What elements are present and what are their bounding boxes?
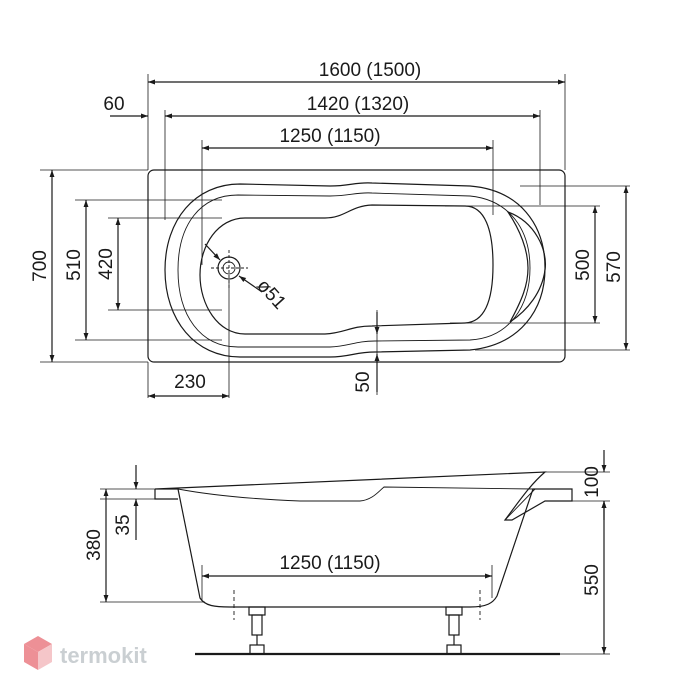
tub-bowl-bottom [199, 204, 494, 335]
dim-height-500: 500 [573, 249, 594, 281]
leg-left [233, 590, 266, 655]
dim-rim-35: 35 [113, 514, 134, 535]
tub-inner-bowl [164, 182, 546, 358]
watermark-text: termokit [60, 643, 147, 668]
tub-profile-side [154, 471, 573, 608]
dim-rim-offset: 60 [103, 94, 124, 115]
dim-height-510: 510 [64, 249, 85, 281]
dim-height-total: 700 [30, 250, 51, 282]
side-view: 1250 (1150) 380 35 100 550 [84, 450, 610, 656]
headrest-top [506, 210, 547, 323]
dim-height-380: 380 [84, 529, 105, 561]
dim-side-bottom: 1250 (1150) [279, 553, 380, 574]
leg-right [445, 590, 481, 655]
dim-length-total: 1600 (1500) [319, 60, 421, 81]
dim-length-bottom: 1250 (1150) [279, 126, 380, 147]
dim-leg-550: 550 [582, 564, 603, 596]
tub-outline-top [147, 169, 566, 363]
dim-rim-50: 50 [353, 371, 374, 392]
tub-rim-side [177, 486, 534, 502]
dim-height-570: 570 [604, 251, 625, 283]
top-view: ø51 1600 (1500) 1420 (1320) 60 1250 (115… [30, 60, 630, 399]
dim-length-inner: 1420 (1320) [307, 94, 409, 115]
drain-diameter-label: ø51 [252, 275, 290, 313]
termokit-watermark: termokit [24, 636, 147, 670]
dim-headrest-100: 100 [582, 466, 603, 498]
termokit-logo-icon [24, 636, 52, 670]
dim-drain-offset: 230 [174, 372, 206, 393]
dim-height-420: 420 [96, 248, 117, 280]
tub-rim-contour [177, 192, 531, 348]
